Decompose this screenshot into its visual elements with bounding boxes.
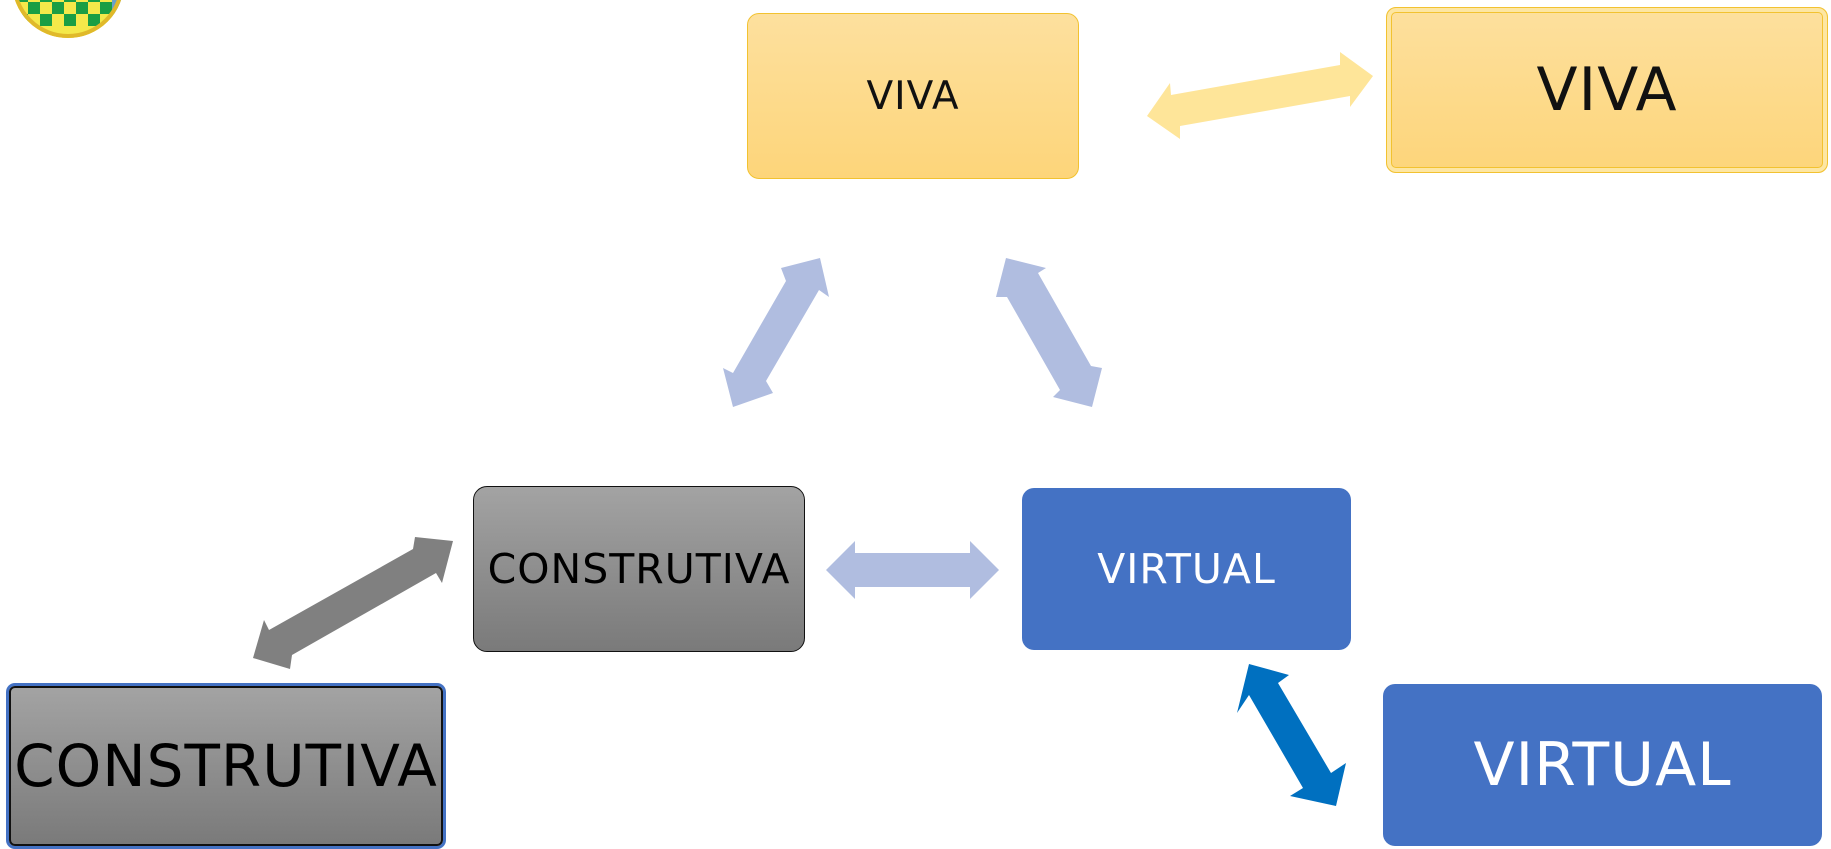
node-construtiva-center-label: CONSTRUTIVA	[487, 545, 791, 593]
node-virtual-center: VIRTUAL	[1022, 488, 1351, 650]
node-virtual-right-label: VIRTUAL	[1473, 730, 1732, 800]
arrow-viva-viva	[1147, 52, 1373, 139]
arrow-construtiva-construtiva	[253, 537, 453, 669]
node-construtiva-left: CONSTRUTIVA	[9, 686, 443, 846]
node-viva-center: VIVA	[747, 13, 1079, 179]
node-viva-center-label: VIVA	[866, 73, 960, 119]
node-construtiva-center: CONSTRUTIVA	[473, 486, 805, 652]
arrow-viva-virtual	[996, 258, 1102, 407]
arrow-construtiva-virtual	[826, 541, 999, 599]
node-virtual-right: VIRTUAL	[1383, 684, 1822, 846]
node-virtual-center-label: VIRTUAL	[1097, 545, 1276, 593]
node-viva-right: VIVA	[1386, 7, 1828, 173]
node-viva-right-label: VIVA	[1536, 55, 1678, 125]
arrow-viva-construtiva	[723, 258, 829, 407]
badge-logo-icon	[14, 0, 124, 38]
node-construtiva-left-label: CONSTRUTIVA	[14, 732, 438, 800]
arrow-virtual-virtual	[1237, 664, 1346, 806]
